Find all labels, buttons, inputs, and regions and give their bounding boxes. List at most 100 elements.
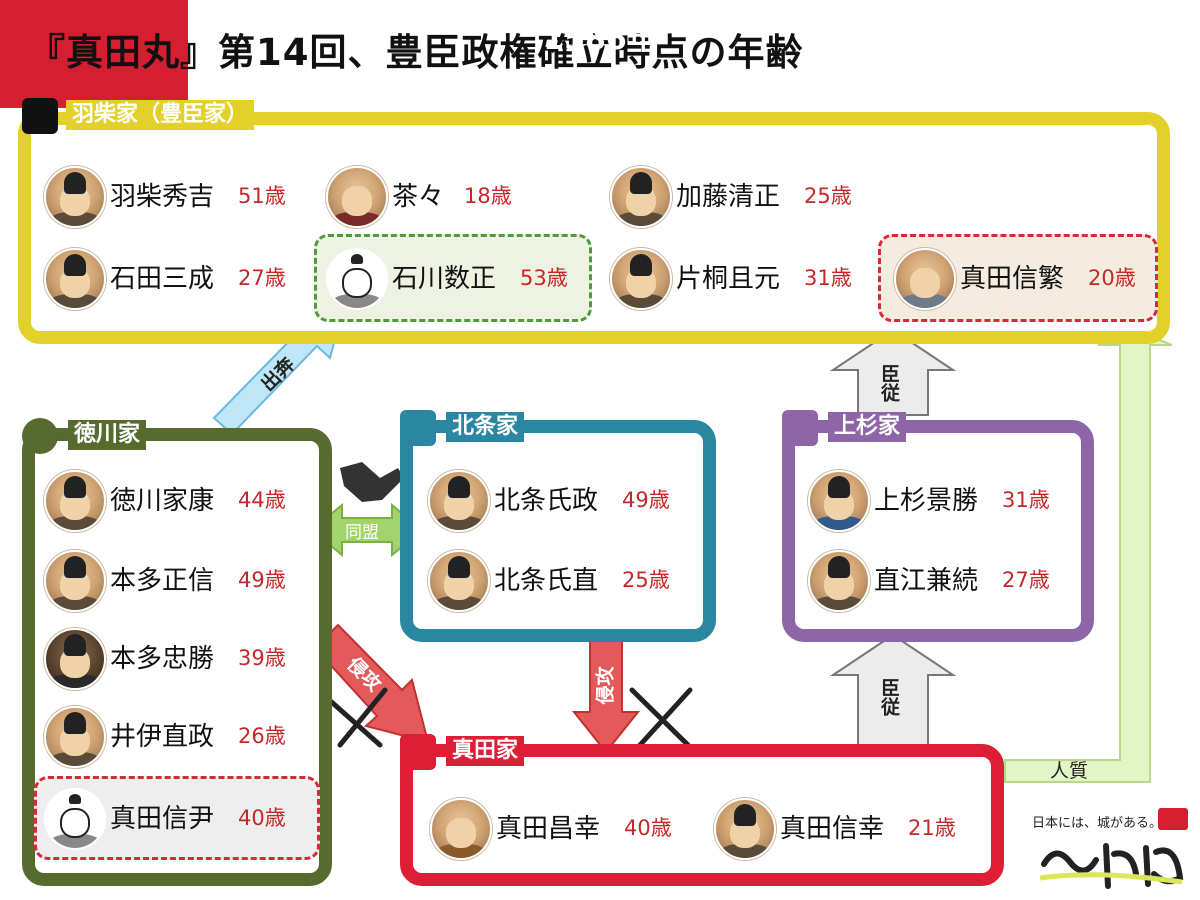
person-hideyoshi: 羽柴秀吉 51歳 <box>44 166 304 228</box>
person-name: 真田信繁 <box>960 264 1065 294</box>
person-name: 直江兼続 <box>874 566 979 596</box>
triple-scale-crest-icon <box>400 410 436 446</box>
portrait-icon <box>430 798 492 860</box>
person-age: 51歳 <box>238 184 286 208</box>
person-age: 39歳 <box>238 646 286 670</box>
portrait-icon <box>714 798 776 860</box>
person-name: 加藤清正 <box>676 182 781 212</box>
portrait-icon <box>808 550 870 612</box>
person-age: 44歳 <box>238 488 286 512</box>
person-age: 40歳 <box>624 816 672 840</box>
person-name: 茶々 <box>392 182 445 212</box>
person-kagekatsu: 上杉景勝 31歳 <box>808 470 1068 532</box>
portrait-icon <box>428 470 490 532</box>
flag-icon <box>1158 808 1188 830</box>
portrait-icon <box>808 470 870 532</box>
person-age: 20歳 <box>1088 266 1136 290</box>
person-masanobu: 本多正信 49歳 <box>44 550 304 612</box>
person-name: 真田信幸 <box>780 814 885 844</box>
person-chacha: 茶々 18歳 <box>326 166 546 228</box>
person-name: 石川数正 <box>392 264 497 294</box>
paulownia-crest-icon <box>22 98 58 134</box>
person-age: 25歳 <box>622 568 670 592</box>
person-mitsunari: 石田三成 27歳 <box>44 248 304 310</box>
brush-logo-icon <box>1039 843 1184 889</box>
invade-arrow-2 <box>571 639 641 754</box>
bamboo-sparrow-crest-icon <box>782 410 818 446</box>
era-badge: 1586年 天正14年 <box>0 0 672 108</box>
person-name: 本多正信 <box>110 566 215 596</box>
uesugi-clan-label: 上杉家 <box>828 412 907 442</box>
person-name: 井伊直政 <box>110 722 215 752</box>
hojo-clan-label: 北条家 <box>446 412 525 442</box>
logo-slogan: 日本には、城がある。 <box>1032 816 1163 831</box>
crossed-swords-icon-2 <box>629 687 693 748</box>
person-age: 31歳 <box>1002 488 1050 512</box>
era-name: 天正14年 <box>524 66 676 101</box>
alliance-label: 同盟 <box>345 523 379 543</box>
person-name: 真田信尹 <box>110 804 215 834</box>
person-age: 27歳 <box>238 266 286 290</box>
person-age: 53歳 <box>520 266 568 290</box>
page-title: 『真田丸』第14回、豊臣政権確立時点の年齢 <box>28 31 804 74</box>
six-coins-crest-icon <box>400 734 436 770</box>
portrait-icon <box>610 166 672 228</box>
person-name: 徳川家康 <box>110 486 215 516</box>
person-ujinao: 北条氏直 25歳 <box>428 550 688 612</box>
logo: 日本には、城がある。 <box>1032 808 1194 896</box>
portrait-icon <box>44 706 106 768</box>
person-name: 石田三成 <box>110 264 215 294</box>
portrait-icon <box>428 550 490 612</box>
handshake-icon <box>340 462 404 502</box>
person-ujimasa: 北条氏政 49歳 <box>428 470 688 532</box>
person-age: 21歳 <box>908 816 956 840</box>
portrait-icon <box>44 166 106 228</box>
person-name: 北条氏政 <box>494 486 599 516</box>
vassal-arrow-top <box>829 328 957 416</box>
person-katsumoto: 片桐且元 31歳 <box>610 248 870 310</box>
person-name: 羽柴秀吉 <box>110 182 215 212</box>
person-kazumasa: 石川数正 53歳 <box>326 248 586 310</box>
person-nobuyuki: 真田信幸 21歳 <box>714 798 974 860</box>
person-name: 真田昌幸 <box>496 814 601 844</box>
person-age: 18歳 <box>464 184 512 208</box>
portrait-icon <box>44 248 106 310</box>
person-tadakatsu: 本多忠勝 39歳 <box>44 628 304 690</box>
person-kanetsugu: 直江兼続 27歳 <box>808 550 1068 612</box>
portrait-icon <box>326 166 388 228</box>
person-age: 40歳 <box>238 806 286 830</box>
person-masayuki: 真田昌幸 40歳 <box>430 798 690 860</box>
vassal-label-top: 臣従 <box>878 364 900 402</box>
vassal-label-bottom: 臣従 <box>878 678 900 716</box>
tokugawa-clan-label: 徳川家 <box>68 420 147 450</box>
person-age: 26歳 <box>238 724 286 748</box>
portrait-icon <box>894 248 956 310</box>
person-kiyomasa: 加藤清正 25歳 <box>610 166 870 228</box>
hollyhock-crest-icon <box>22 418 58 454</box>
silhouette-icon <box>326 248 388 310</box>
sanada-clan-label: 真田家 <box>446 736 525 766</box>
portrait-icon <box>44 628 106 690</box>
person-age: 49歳 <box>238 568 286 592</box>
invade-arrow-1 <box>313 623 430 744</box>
toyotomi-clan-label: 羽柴家（豊臣家） <box>66 100 255 130</box>
sanada-clan-box <box>400 744 1004 886</box>
era-year: 1586年 <box>543 22 657 57</box>
person-name: 上杉景勝 <box>874 486 979 516</box>
person-age: 49歳 <box>622 488 670 512</box>
person-nobutada: 真田信尹 40歳 <box>44 788 304 850</box>
person-name: 北条氏直 <box>494 566 599 596</box>
person-name: 片桐且元 <box>676 264 781 294</box>
portrait-icon <box>44 550 106 612</box>
person-age: 25歳 <box>804 184 852 208</box>
person-nobushige: 真田信繁 20歳 <box>894 248 1154 310</box>
portrait-icon <box>610 248 672 310</box>
person-ieyasu: 徳川家康 44歳 <box>44 470 304 532</box>
portrait-icon <box>44 470 106 532</box>
person-naomasa: 井伊直政 26歳 <box>44 706 304 768</box>
vassal-arrow-bottom <box>829 633 957 746</box>
person-name: 本多忠勝 <box>110 644 215 674</box>
silhouette-icon <box>44 788 106 850</box>
person-age: 27歳 <box>1002 568 1050 592</box>
